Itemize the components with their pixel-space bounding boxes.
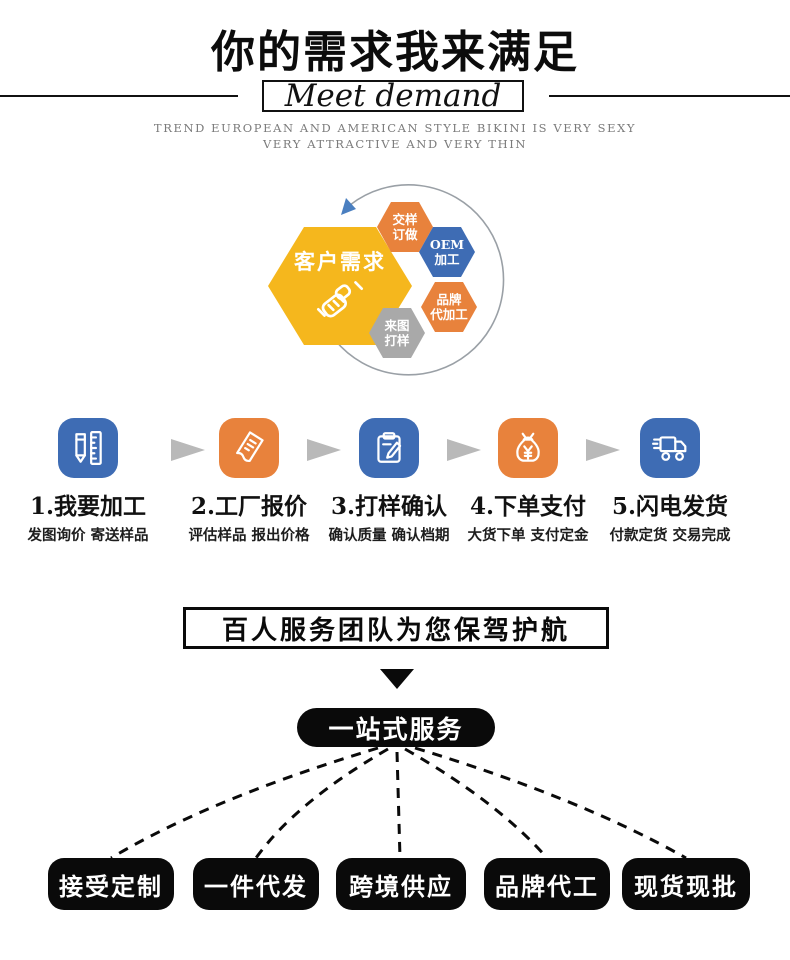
customer-needs-label: 客户需求 xyxy=(294,249,386,274)
service-item-custom: 接受定制 xyxy=(48,858,174,910)
circle-arrow-arc xyxy=(334,184,505,376)
step-2-icon-badge xyxy=(219,418,279,478)
flow-arrow-icon xyxy=(586,439,620,461)
divider-line-right xyxy=(549,95,790,97)
hexagon-oem: OEM 加工 xyxy=(419,227,475,277)
flow-arrow-icon xyxy=(307,439,341,461)
tagline-line2: VERY ATTRACTIVE AND VERY THIN xyxy=(262,137,527,151)
hex-label: 订做 xyxy=(392,227,418,242)
arc-arrowhead-icon xyxy=(341,198,356,215)
service-item-crossborder: 跨境供应 xyxy=(336,858,466,910)
step-2-title: 2.工厂报价 xyxy=(190,493,307,520)
divider-line-left xyxy=(0,95,238,97)
subtitle-frame: Meet demand xyxy=(262,80,524,112)
handshake-icon xyxy=(316,281,364,318)
hexagon-customer-needs: 客户需求 xyxy=(268,227,412,345)
step-4-desc: 大货下单 支付定金 xyxy=(467,527,589,544)
step-1-title: 1.我要加工 xyxy=(29,493,146,520)
hex-label: 品牌 xyxy=(436,292,462,307)
step-3: 3.打样确认 确认质量 确认档期 xyxy=(314,418,464,545)
delivery-truck-icon xyxy=(652,436,687,461)
step-3-title: 3.打样确认 xyxy=(330,493,447,520)
hexagon-sample-order: 交样 订做 xyxy=(377,202,433,252)
step-1-icon-badge xyxy=(58,418,118,478)
hex-label: 代加工 xyxy=(430,307,468,322)
service-item-brand-oem: 品牌代工 xyxy=(484,858,610,910)
step-1: 1.我要加工 发图询价 寄送样品 xyxy=(13,418,163,545)
step-5-desc: 付款定货 交易完成 xyxy=(609,527,731,544)
hexagon-brand-processing: 品牌 代加工 xyxy=(421,282,477,332)
flow-arrow-icon xyxy=(447,439,481,461)
service-item-dropship: 一件代发 xyxy=(193,858,319,910)
tagline-line1: TREND EUROPEAN AND AMERICAN STYLE BIKINI… xyxy=(153,121,637,135)
step-5-title: 5.闪电发货 xyxy=(611,493,728,520)
hex-label: OEM xyxy=(429,237,465,252)
step-4-title: 4.下单支付 xyxy=(469,493,586,520)
down-arrow-icon xyxy=(380,669,414,689)
money-bag-icon xyxy=(516,432,540,462)
hex-label: 打样 xyxy=(384,333,410,348)
flow-arrow-icon xyxy=(171,439,205,461)
hex-label: 来图 xyxy=(384,318,410,333)
hex-label: 加工 xyxy=(434,252,460,267)
step-5-icon-badge xyxy=(640,418,700,478)
service-banner: 百人服务团队为您保驾护航 xyxy=(183,607,609,649)
hex-label: 交样 xyxy=(392,212,418,227)
receipt-icon xyxy=(236,431,264,463)
service-item-stock: 现货现批 xyxy=(622,858,750,910)
step-1-desc: 发图询价 寄送样品 xyxy=(27,527,149,544)
step-4-icon-badge xyxy=(498,418,558,478)
step-2-desc: 评估样品 报出价格 xyxy=(188,527,310,544)
pencil-ruler-icon xyxy=(75,431,102,465)
service-tree-connectors xyxy=(110,746,687,860)
step-4: 4.下单支付 大货下单 支付定金 xyxy=(453,418,603,545)
one-stop-service-pill: 一站式服务 xyxy=(297,708,495,747)
hexagon-sample-from-drawing: 来图 打样 xyxy=(369,308,425,358)
step-3-desc: 确认质量 确认档期 xyxy=(328,527,450,544)
clipboard-pen-icon xyxy=(377,432,402,463)
subtitle: Meet demand xyxy=(284,77,502,114)
demand-diagram: 客户需求 交样 订做 OEM 加工 品牌 xyxy=(0,165,790,380)
step-5: 5.闪电发货 付款定货 交易完成 xyxy=(595,418,745,545)
step-3-icon-badge xyxy=(359,418,419,478)
page-title: 你的需求我来满足 xyxy=(211,27,579,78)
step-2: 2.工厂报价 评估样品 报出价格 xyxy=(174,418,324,545)
